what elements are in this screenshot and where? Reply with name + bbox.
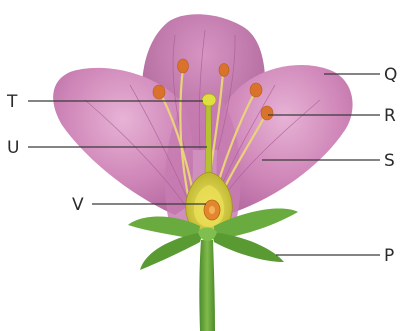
label-r: R	[384, 106, 396, 126]
stem	[199, 240, 215, 331]
label-s: S	[384, 151, 395, 171]
stigma	[202, 94, 216, 106]
label-u: U	[7, 138, 19, 158]
label-v: V	[72, 195, 84, 215]
ovule-center	[209, 206, 215, 214]
label-q: Q	[384, 65, 397, 85]
style	[205, 105, 212, 180]
label-p: P	[384, 246, 394, 266]
label-t: T	[6, 92, 18, 112]
